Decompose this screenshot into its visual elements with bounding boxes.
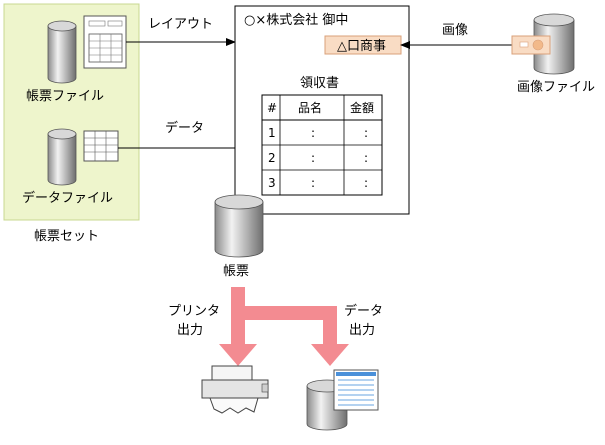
form-file-icon — [47, 15, 127, 84]
data-output-icon — [306, 369, 379, 431]
receipt-table: # 品名 金額 1 : : 2 : : 3 : : — [261, 94, 383, 196]
form-set-label: 帳票セット — [34, 229, 99, 244]
table-row-1-item: : — [311, 126, 315, 140]
printer-output-label-line1: プリンタ — [168, 304, 220, 319]
table-header-number: # — [267, 101, 277, 115]
table-row-2-item: : — [311, 151, 315, 165]
table-row-3-amount: : — [364, 176, 368, 190]
table-row-3-item: : — [311, 176, 315, 190]
data-output-label-line2: 出力 — [349, 323, 375, 338]
table-header-amount: 金額 — [350, 100, 374, 115]
form-label: 帳票 — [223, 264, 249, 279]
document-recipient: ○×株式会社 御中 — [244, 12, 348, 28]
output-arrows — [219, 287, 349, 366]
image-arrow-label: 画像 — [442, 23, 468, 38]
form-file-label: 帳票ファイル — [26, 89, 104, 104]
table-row-2-amount: : — [364, 151, 368, 165]
table-row-2-number: 2 — [268, 151, 276, 165]
image-file-icon — [511, 13, 575, 75]
document-title: 領収書 — [300, 75, 339, 91]
data-file-icon — [47, 128, 119, 186]
document-stamp-text: △口商事 — [337, 39, 386, 54]
data-output-label-line1: データ — [344, 303, 383, 319]
printer-output-label-line2: 出力 — [177, 323, 203, 338]
table-row-3-number: 3 — [268, 176, 276, 190]
table-row-1-number: 1 — [268, 126, 276, 140]
table-row-1-amount: : — [364, 126, 368, 140]
image-file-label: 画像ファイル — [517, 80, 595, 95]
printer-icon — [201, 365, 269, 414]
form-cylinder-icon — [214, 194, 264, 258]
data-arrow-label: データ — [165, 120, 204, 136]
table-header-item: 品名 — [298, 100, 322, 115]
data-file-label: データファイル — [22, 190, 113, 206]
layout-arrow-label: レイアウト — [148, 17, 213, 32]
